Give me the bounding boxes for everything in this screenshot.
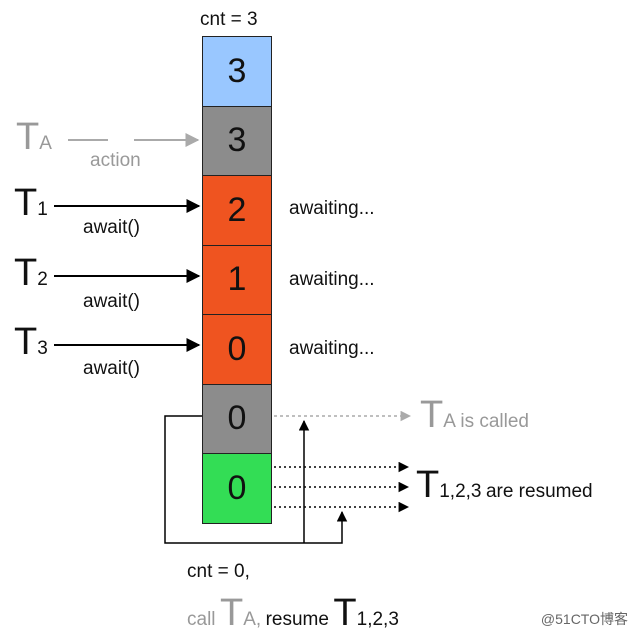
loop-line-left (164, 415, 348, 544)
t3-label: T3 (14, 321, 48, 363)
ta-sub: A (39, 133, 52, 154)
bottom-caption: call TA, resume T1,2,3 (187, 592, 399, 634)
t1-await-label: await() (83, 217, 141, 238)
t2-status: awaiting... (289, 269, 375, 290)
t1-status: awaiting... (289, 198, 375, 219)
counter-cell: 1 (202, 244, 272, 315)
t2-label: T2 (14, 252, 48, 294)
ta-action-label: action (90, 150, 141, 171)
cnt-bottom-label: cnt = 0, (187, 561, 250, 582)
counter-cell: 3 (202, 36, 272, 107)
counter-cell: 3 (202, 105, 272, 176)
ta-called-label: TA is called (420, 394, 530, 436)
ta-label: TA (16, 118, 52, 156)
counter-cell: 2 (202, 175, 272, 246)
counter-cell: 0 (202, 383, 272, 454)
ta-main: T (16, 116, 40, 158)
t3-await-label: await() (83, 358, 141, 379)
t2-await-label: await() (83, 291, 141, 312)
t3-status: awaiting... (289, 338, 375, 359)
counter-cell: 0 (202, 453, 272, 524)
watermark: @51CTO博客 (540, 611, 628, 627)
cnt-top-label: cnt = 3 (200, 9, 258, 30)
counter-cell: 0 (202, 314, 272, 385)
resumed-label: T1,2,3 are resumed (416, 464, 593, 506)
t1-label: T1 (14, 182, 48, 224)
